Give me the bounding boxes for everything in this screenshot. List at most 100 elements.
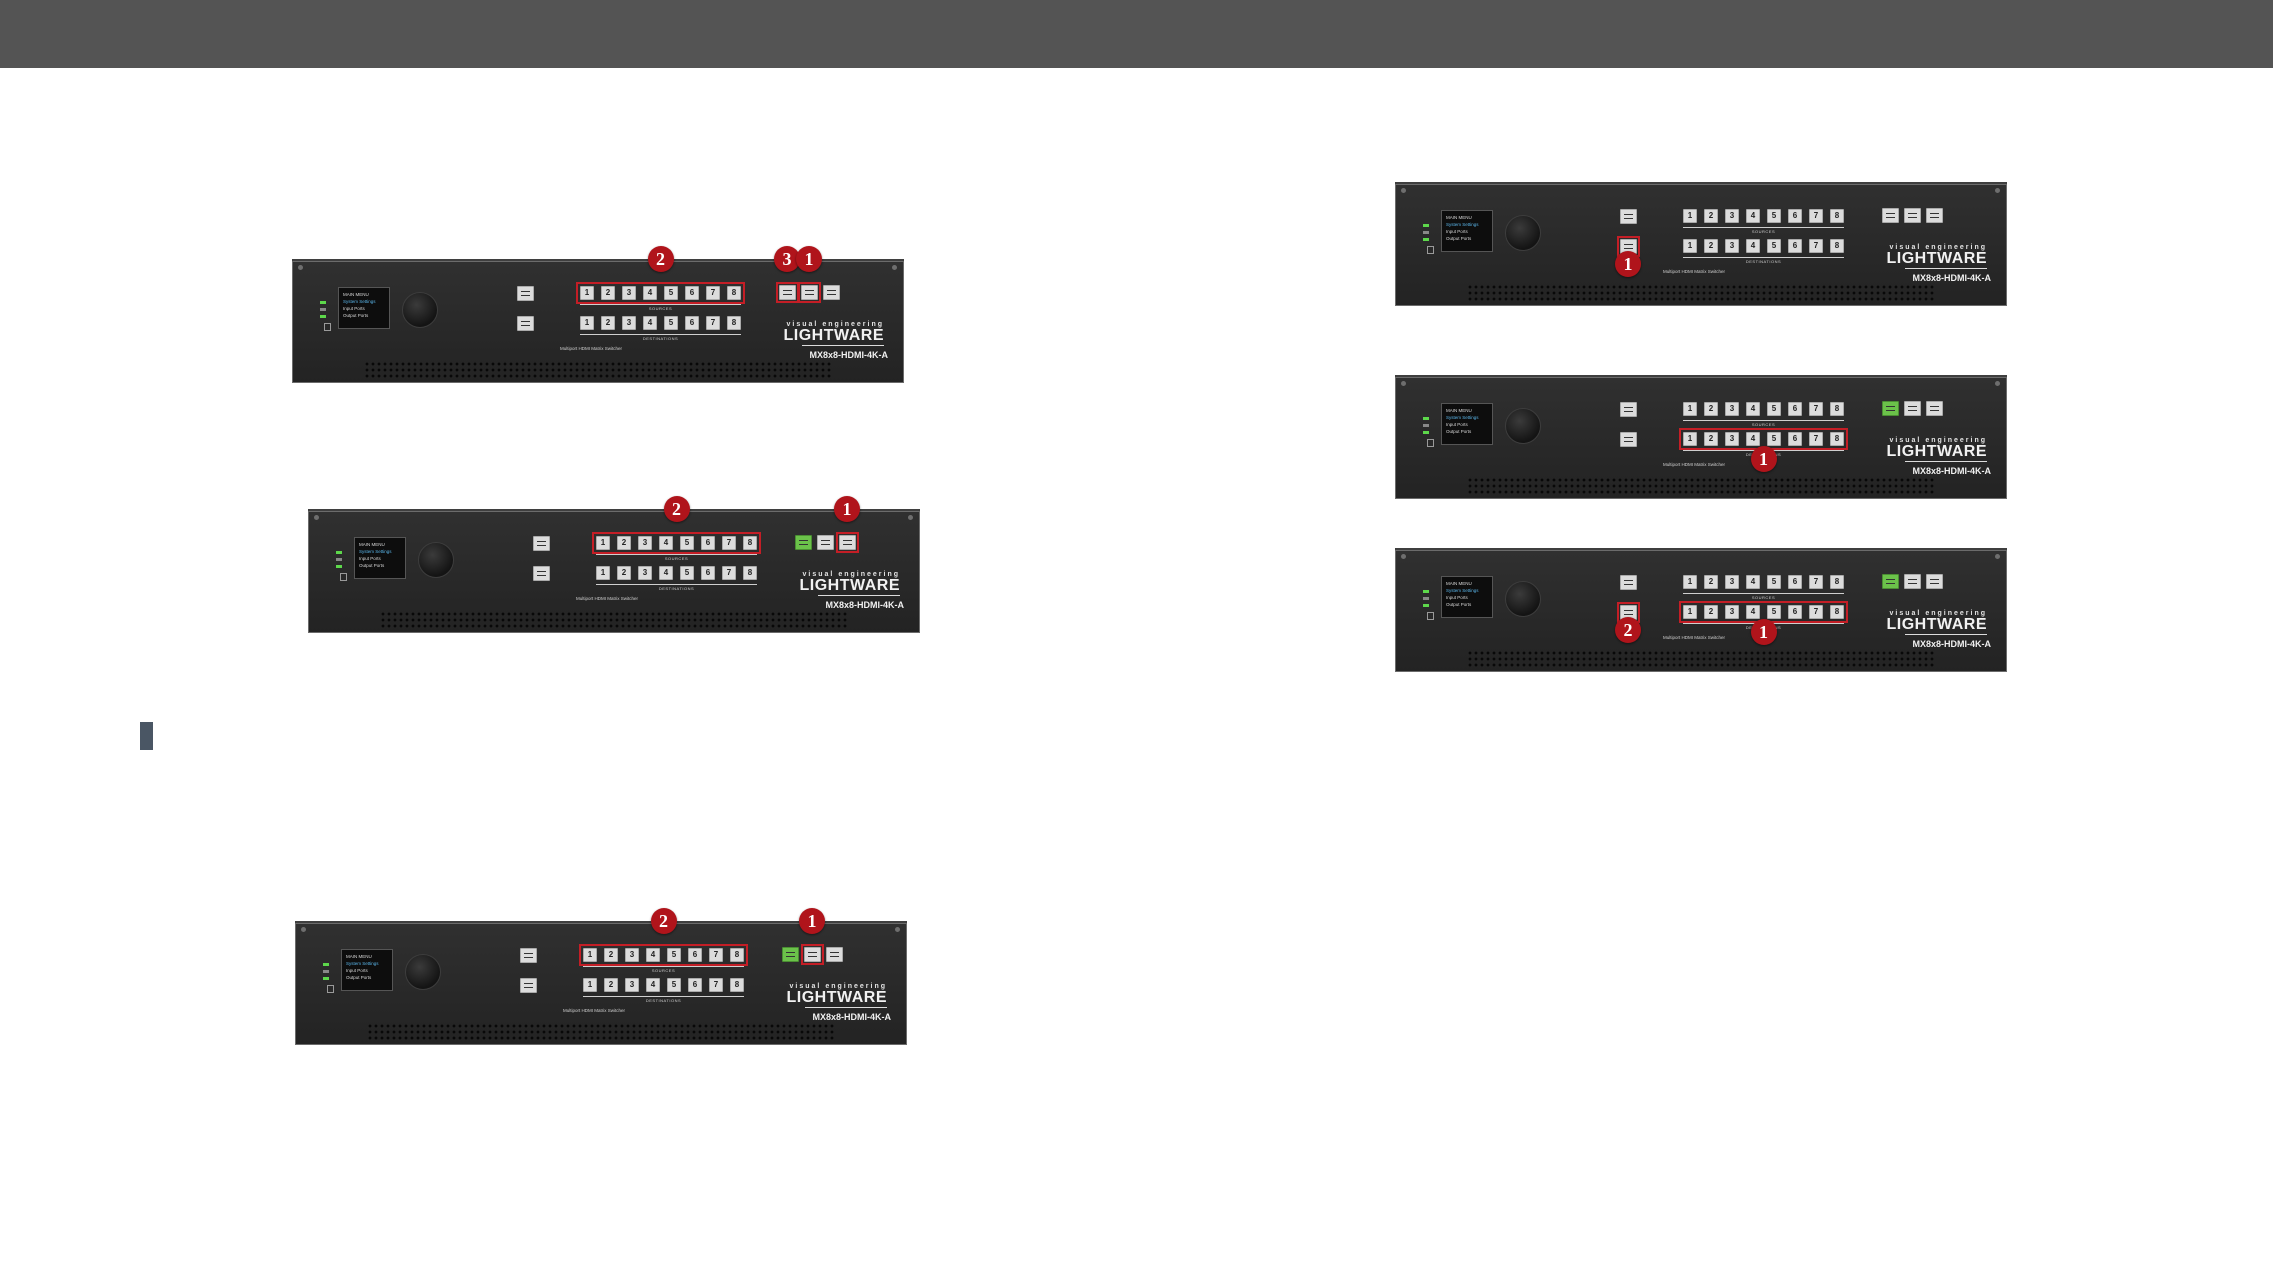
destination-button-3: 3 — [1725, 605, 1739, 619]
lcd-menu-line: Output Ports — [346, 975, 372, 980]
destination-button-3: 3 — [625, 978, 639, 992]
brand-logo: LIGHTWARE — [799, 577, 900, 594]
destination-button-7: 7 — [706, 316, 720, 330]
button-row-divider — [580, 304, 741, 305]
usb-port-icon — [1427, 439, 1434, 447]
source-button-3: 3 — [1725, 209, 1739, 223]
ventilation-grille — [1467, 477, 1935, 495]
destination-button-4: 4 — [1746, 432, 1760, 446]
ventilation-grille — [1467, 284, 1935, 302]
ventilation-grille — [1467, 650, 1935, 668]
lcd-menu-line: System Settings — [1446, 588, 1479, 593]
source-button-2: 2 — [601, 286, 615, 300]
status-led — [1423, 590, 1429, 593]
brand-logo: LIGHTWARE — [1886, 443, 1987, 460]
source-button-3: 3 — [622, 286, 636, 300]
sources-row-label: SOURCES — [648, 306, 673, 311]
button-row-divider — [1683, 227, 1844, 228]
sources-row-label: SOURCES — [1751, 595, 1776, 600]
destination-button-7: 7 — [722, 566, 736, 580]
callout-badge-2: 2 — [647, 246, 674, 272]
destination-button-4: 4 — [659, 566, 673, 580]
highlight-sources-row — [592, 532, 761, 554]
function-button-3 — [1926, 401, 1943, 416]
source-button-7: 7 — [722, 536, 736, 550]
source-button-5: 5 — [1767, 209, 1781, 223]
source-button-5: 5 — [667, 948, 681, 962]
device-subtitle: Multiport HDMI Matrix Switcher — [560, 346, 623, 351]
source-button-8: 8 — [1830, 402, 1844, 416]
source-button-6: 6 — [688, 948, 702, 962]
usb-port-icon — [340, 573, 347, 581]
usb-port-icon — [324, 323, 331, 331]
usb-port-icon — [327, 985, 334, 993]
status-led — [323, 963, 329, 966]
destination-button-6: 6 — [688, 978, 702, 992]
brand-logo: LIGHTWARE — [786, 989, 887, 1006]
source-button-8: 8 — [727, 286, 741, 300]
status-led — [323, 970, 329, 973]
ventilation-grille — [380, 611, 848, 629]
source-button-3: 3 — [1725, 575, 1739, 589]
source-button-7: 7 — [1809, 575, 1823, 589]
source-button-2: 2 — [604, 948, 618, 962]
function-button-2 — [1904, 574, 1921, 589]
highlight-function-button — [776, 282, 799, 303]
panel-screw — [314, 515, 319, 520]
callout-badge-1: 1 — [799, 908, 825, 934]
lcd-menu-line: Input Ports — [1446, 422, 1468, 427]
button-row-divider — [1683, 593, 1844, 594]
destination-button-8: 8 — [730, 978, 744, 992]
source-button-4: 4 — [646, 948, 660, 962]
button-row-divider — [596, 554, 757, 555]
highlight-function-button — [801, 944, 824, 965]
panel-screw — [1995, 381, 2000, 386]
status-led — [1423, 224, 1429, 227]
panel-screw — [1995, 554, 2000, 559]
source-button-1: 1 — [1683, 402, 1697, 416]
source-button-7: 7 — [1809, 402, 1823, 416]
function-button-2 — [1904, 208, 1921, 223]
panel-screw — [1401, 381, 1406, 386]
destination-button-8: 8 — [1830, 432, 1844, 446]
model-name: MX8x8-HDMI-4K-A — [825, 600, 904, 610]
sources-row-label: SOURCES — [1751, 422, 1776, 427]
lcd-menu-line: Output Ports — [1446, 236, 1472, 241]
status-led — [1423, 597, 1429, 600]
sources-row-label: SOURCES — [651, 968, 676, 973]
function-button-2 — [1904, 401, 1921, 416]
destination-button-1: 1 — [1683, 239, 1697, 253]
destinations-row-label: DESTINATIONS — [1745, 259, 1782, 264]
destination-button-7: 7 — [709, 978, 723, 992]
function-button-1 — [782, 947, 799, 962]
lcd-menu-line: Input Ports — [1446, 595, 1468, 600]
brand-logo: LIGHTWARE — [1886, 250, 1987, 267]
source-button-6: 6 — [685, 286, 699, 300]
callout-badge-1: 1 — [1750, 446, 1777, 472]
lcd-menu-line: System Settings — [359, 549, 392, 554]
function-button-3 — [823, 285, 840, 300]
lcd-menu-line: MAIN MENU — [1446, 581, 1472, 586]
callout-badge-2: 2 — [663, 496, 690, 522]
button-row-divider — [583, 996, 744, 997]
source-button-5: 5 — [680, 536, 694, 550]
source-button-2: 2 — [617, 536, 631, 550]
source-button-3: 3 — [625, 948, 639, 962]
panel-screw — [298, 265, 303, 270]
model-name: MX8x8-HDMI-4K-A — [812, 1012, 891, 1022]
side-function-button-1 — [533, 536, 550, 551]
source-button-1: 1 — [583, 948, 597, 962]
side-function-button-2 — [520, 978, 537, 993]
model-name: MX8x8-HDMI-4K-A — [809, 350, 888, 360]
source-button-6: 6 — [1788, 209, 1802, 223]
source-button-4: 4 — [1746, 575, 1760, 589]
source-button-8: 8 — [1830, 209, 1844, 223]
panel-screw — [892, 265, 897, 270]
brand-tagline: visual engineering — [802, 571, 900, 578]
jog-dial-knob — [1505, 408, 1541, 444]
callout-badge-1: 1 — [796, 246, 822, 272]
callout-badge-1: 1 — [1615, 251, 1641, 277]
